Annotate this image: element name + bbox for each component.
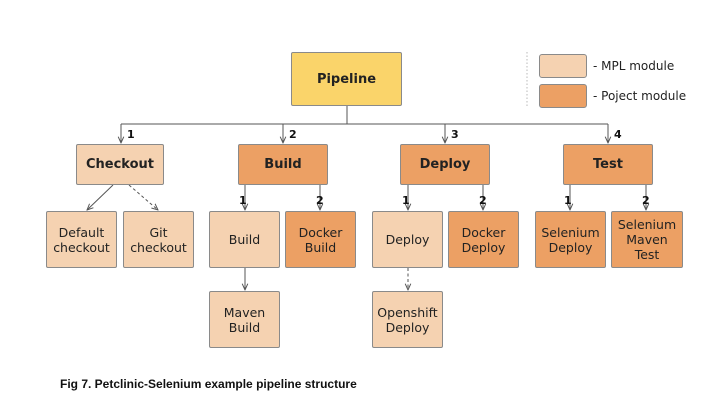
selenium-deploy-node: Selenium Deploy [535,211,606,268]
step-label-test-2: 2 [642,194,650,207]
default-checkout-node: Default checkout [46,211,117,268]
build-mpl-node: Build [209,211,280,268]
step-label-checkout: 1 [127,128,135,141]
maven-build-node: Maven Build [209,291,280,348]
docker-build-node: Docker Build [285,211,356,268]
docker-deploy-node: Docker Deploy [448,211,519,268]
selenium-maven-test-node: Selenium Maven Test [611,211,683,268]
pipeline-node: Pipeline [291,52,402,106]
legend-mpl-swatch [539,54,587,78]
step-label-build: 2 [289,128,297,141]
build-node: Build [238,144,328,185]
deploy-node: Deploy [400,144,490,185]
step-label-build-2: 2 [316,194,324,207]
step-label-build-1: 1 [239,194,247,207]
git-checkout-node: Git checkout [123,211,194,268]
step-label-deploy-1: 1 [402,194,410,207]
deploy-mpl-node: Deploy [372,211,443,268]
step-label-deploy: 3 [451,128,459,141]
step-label-test: 4 [614,128,622,141]
step-label-deploy-2: 2 [479,194,487,207]
figure-caption: Fig 7. Petclinic-Selenium example pipeli… [60,377,357,391]
step-label-test-1: 1 [564,194,572,207]
checkout-node: Checkout [76,144,164,185]
legend-project-label: - Poject module [593,89,687,103]
legend-project-swatch [539,84,587,108]
openshift-deploy-node: Openshift Deploy [372,291,443,348]
test-node: Test [563,144,653,185]
legend-mpl-label: - MPL module [593,59,675,73]
